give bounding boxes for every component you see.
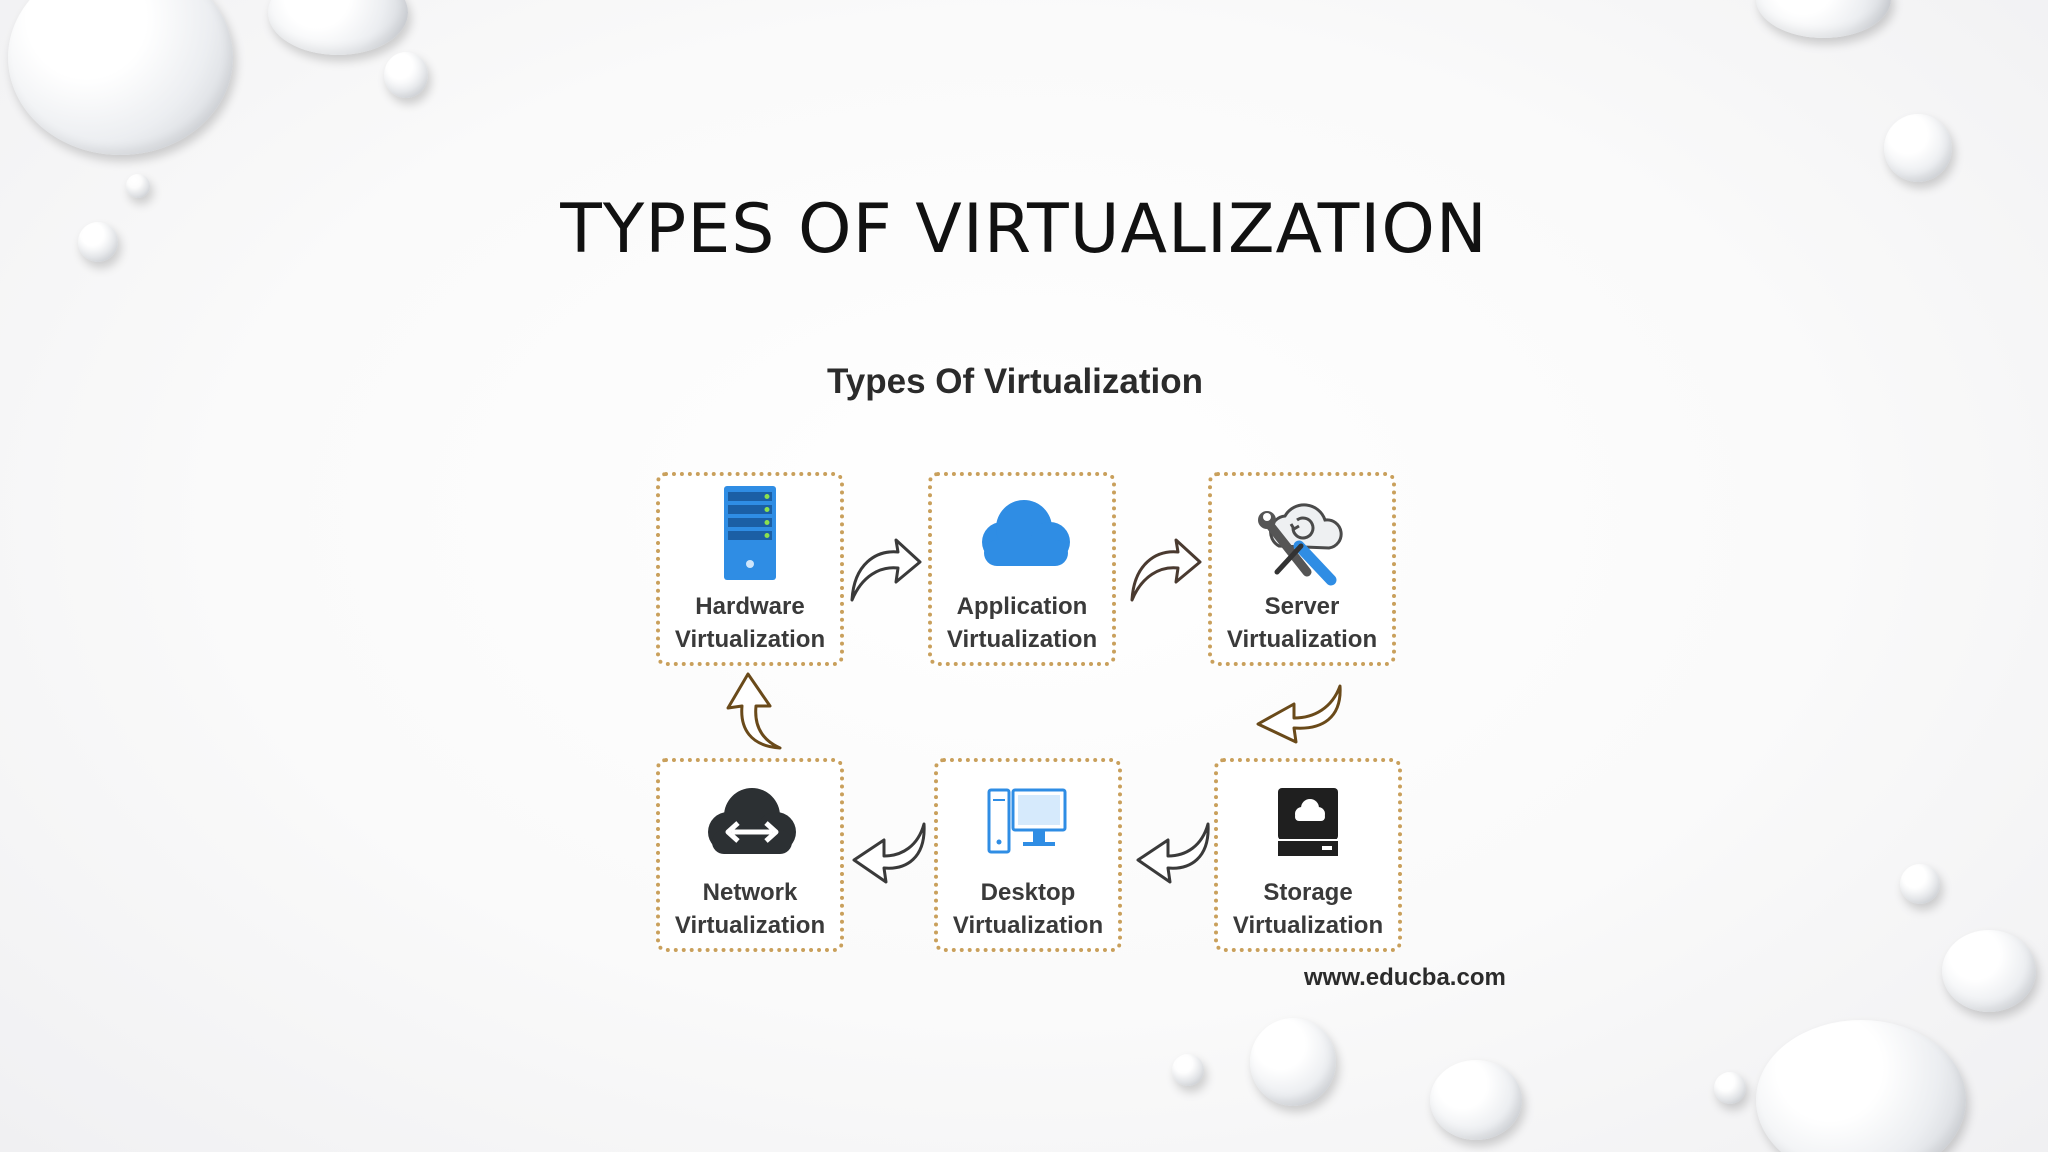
- node-label: Hardware Virtualization: [674, 593, 826, 653]
- node-label: Application Virtualization: [946, 593, 1098, 653]
- node-label: Desktop Virtualization: [952, 879, 1104, 939]
- arrow-up-icon: [726, 672, 782, 750]
- server-rack-icon: [660, 484, 840, 584]
- water-drop-decoration: [1430, 1060, 1522, 1140]
- water-drop-decoration: [78, 222, 118, 262]
- arrow-down-left-icon: [1256, 684, 1342, 744]
- node-label: Server Virtualization: [1226, 593, 1378, 653]
- water-drop-decoration: [1942, 930, 2036, 1012]
- cloud-arrows-icon: [660, 770, 840, 870]
- cloud-icon: [932, 484, 1112, 584]
- arrow-right-icon: [1130, 538, 1202, 602]
- node-label: Storage Virtualization: [1232, 879, 1384, 939]
- application-virtualization-node: Application Virtualization: [928, 472, 1116, 666]
- water-drop-decoration: [126, 174, 150, 198]
- water-drop-decoration: [1884, 114, 1952, 182]
- arrow-left-icon: [852, 822, 926, 884]
- water-drop-decoration: [384, 52, 428, 98]
- water-drop-decoration: [1900, 864, 1940, 904]
- water-drop-decoration: [1172, 1054, 1204, 1086]
- network-virtualization-node: Network Virtualization: [656, 758, 844, 952]
- water-drop-decoration: [1756, 1020, 1966, 1152]
- water-drop-decoration: [1756, 0, 1891, 38]
- storage-virtualization-node: Storage Virtualization: [1214, 758, 1402, 952]
- cloud-tools-icon: [1212, 484, 1392, 586]
- water-drop-decoration: [1250, 1018, 1336, 1106]
- hardware-virtualization-node: Hardware Virtualization: [656, 472, 844, 666]
- cloud-storage-drive-icon: [1218, 770, 1398, 870]
- desktop-virtualization-node: Desktop Virtualization: [934, 758, 1122, 952]
- water-drop-decoration: [8, 0, 233, 155]
- node-label: Network Virtualization: [674, 879, 826, 939]
- arrow-right-icon: [850, 538, 922, 602]
- water-drop-decoration: [1714, 1072, 1746, 1104]
- diagram-title: Types Of Virtualization: [827, 362, 1203, 401]
- desktop-computer-icon: [938, 770, 1118, 870]
- server-virtualization-node: Server Virtualization: [1208, 472, 1396, 666]
- arrow-left-icon: [1136, 822, 1210, 884]
- water-drop-decoration: [268, 0, 408, 55]
- slide-title: TYPES OF VIRTUALIZATION: [560, 190, 1488, 269]
- source-url: www.educba.com: [1304, 964, 1506, 991]
